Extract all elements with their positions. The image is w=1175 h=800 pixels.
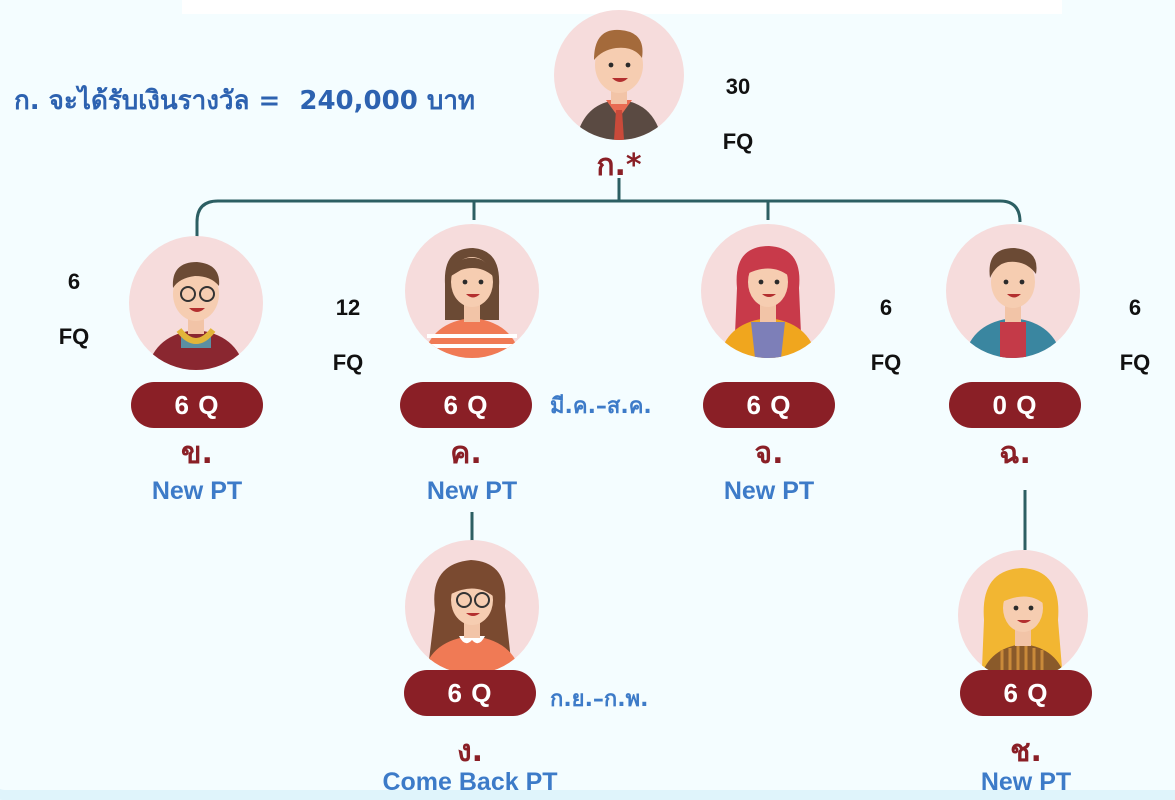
member-cho-fq-unit: FQ <box>870 350 902 375</box>
root-fq: 30 FQ <box>708 59 768 169</box>
member-cho-q-badge: 6 Q <box>703 382 835 428</box>
member-cho-code: จ. <box>754 436 784 471</box>
branch-bar <box>195 199 1022 240</box>
member-cho-role: New PT <box>723 477 815 505</box>
top-white-band <box>182 0 1062 14</box>
root-fq-unit: FQ <box>722 129 754 154</box>
member-kho-khwai-q-badge: 6 Q <box>400 382 532 428</box>
member-kho-khwai-fq-unit: FQ <box>332 350 364 375</box>
member-chor-fq: 6 FQ <box>1105 280 1165 390</box>
sub-ngo-role: Come Back PT <box>382 768 558 796</box>
member-chor-q-badge: 0 Q <box>949 382 1081 428</box>
sub-cho-chang-q-badge: 6 Q <box>960 670 1092 716</box>
member-kho-fq-value: 6 <box>67 269 81 294</box>
reward-headline: ก. จะได้รับเงินรางวัล = 240,000 บาท <box>14 80 475 121</box>
member-kho-khwai-fq: 12 FQ <box>318 280 378 390</box>
member-kho-fq-unit: FQ <box>58 324 90 349</box>
member-cho-fq: 6 FQ <box>856 280 916 390</box>
sub-cho-chang-code: ช. <box>1010 734 1042 769</box>
woman-red-hair-avatar-icon <box>701 224 835 358</box>
member-kho-fq: 6 FQ <box>44 254 104 364</box>
member-chor-code: ฉ. <box>999 436 1031 471</box>
member-kho-khwai-fq-value: 12 <box>335 295 361 320</box>
man-glasses-avatar-icon <box>129 236 263 370</box>
member-kho-khwai-period: มี.ค.–ส.ค. <box>550 394 652 419</box>
member-chor-fq-value: 6 <box>1128 295 1142 320</box>
member-cho-fq-value: 6 <box>879 295 893 320</box>
woman-blonde-avatar-icon <box>958 550 1088 680</box>
sub-cho-chang-role: New PT <box>980 768 1072 796</box>
member-kho-khwai-code: ค. <box>450 436 482 471</box>
man-avatar-icon <box>554 10 684 140</box>
member-kho-role: New PT <box>151 477 243 505</box>
member-kho-q-badge: 6 Q <box>131 382 263 428</box>
root-code: ก.* <box>596 148 642 183</box>
member-kho-code: ข. <box>181 436 213 471</box>
sub-ngo-period: ก.ย.–ก.พ. <box>550 687 649 712</box>
woman-long-hair-glasses-avatar-icon <box>405 540 539 674</box>
woman-avatar-icon <box>405 224 539 358</box>
member-chor-fq-unit: FQ <box>1119 350 1151 375</box>
headline-prefix: ก. จะได้รับเงินรางวัล = <box>14 86 281 116</box>
man-blue-jacket-avatar-icon <box>946 224 1080 358</box>
sub-ngo-code: ง. <box>456 734 484 769</box>
headline-amount: 240,000 บาท <box>299 86 476 116</box>
member-kho-khwai-role: New PT <box>426 477 518 505</box>
sub-ngo-q-badge: 6 Q <box>404 670 536 716</box>
root-fq-value: 30 <box>725 74 751 99</box>
